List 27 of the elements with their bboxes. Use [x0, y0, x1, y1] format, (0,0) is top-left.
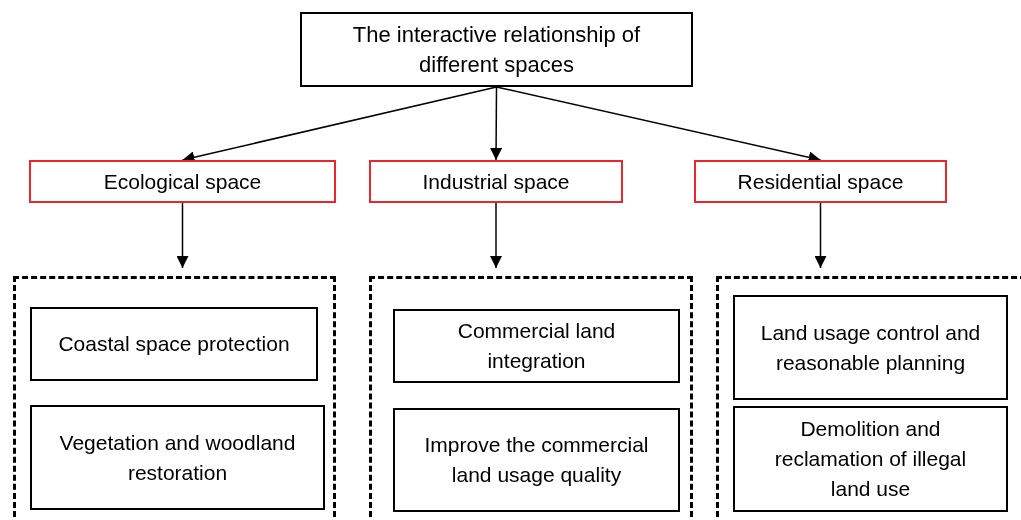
measure-box [733, 295, 1008, 400]
node-label: Ecological space [103, 168, 262, 195]
node-label: Improve the commercial land usage quality [423, 432, 650, 488]
node-label: Commercial land integration [456, 318, 617, 374]
node-label: Industrial space [422, 168, 570, 195]
node-label: Residential space [737, 168, 904, 195]
dashed-group-box [716, 276, 1021, 520]
category-box [29, 160, 336, 203]
dashed-group-box [369, 276, 693, 520]
dashed-group-box [13, 276, 336, 520]
measure-box [30, 307, 318, 381]
node-label: Demolition and reclamation of illegal land use [773, 416, 968, 502]
arrow [176, 202, 189, 269]
category-box [369, 160, 623, 203]
title-box [300, 12, 693, 87]
node-label: The interactive relationship of different spaces [351, 20, 642, 79]
measure-box [393, 408, 680, 512]
node-label: Coastal space protection [58, 331, 290, 357]
category-box [694, 160, 947, 203]
measure-box [393, 309, 680, 383]
arrow [490, 202, 502, 269]
measure-box [30, 405, 325, 510]
node-label: Vegetation and woodland restoration [58, 429, 297, 486]
arrow [490, 86, 503, 161]
measure-box [733, 406, 1008, 512]
node-label: Land usage control and reasonable planning [759, 319, 982, 376]
arrow [814, 202, 827, 269]
